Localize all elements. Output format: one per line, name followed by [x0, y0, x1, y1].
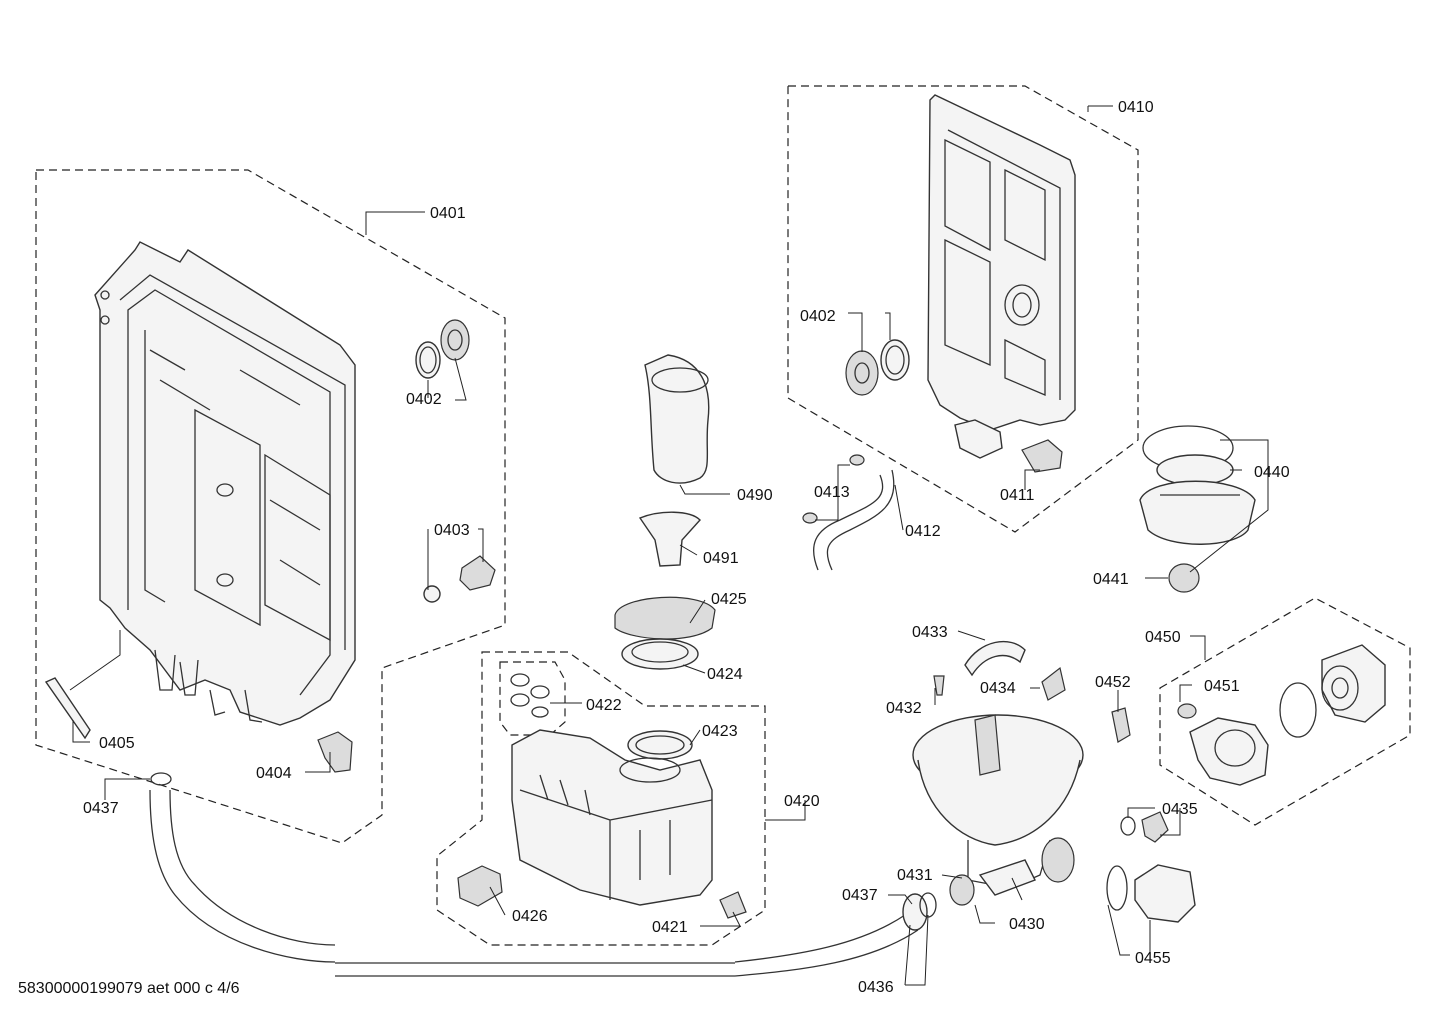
label-0435: 0435 [1162, 801, 1198, 818]
strainer-0433 [964, 640, 1026, 677]
seal-0440 [1142, 425, 1234, 486]
valve-0411 [954, 419, 1063, 473]
drain-hose [149, 772, 937, 977]
disc-0402-right [845, 350, 879, 396]
label-0425: 0425 [711, 591, 747, 608]
label-0422: 0422 [586, 697, 622, 714]
housing-0440 [1139, 480, 1256, 545]
label-0404: 0404 [256, 765, 292, 782]
seal-ring-0402-left [415, 341, 441, 379]
leader-lines [69, 105, 1269, 986]
seal-ring-0450 [1279, 682, 1317, 738]
label-0455: 0455 [1135, 950, 1171, 967]
part-labels: 0401 0402 0403 0404 0405 0437 0410 0402 … [83, 99, 1290, 996]
clip-0452 [1111, 707, 1131, 743]
label-0432: 0432 [886, 700, 922, 717]
heat-pump-0420 [511, 729, 713, 906]
disc-0402-left [440, 319, 470, 361]
label-0451: 0451 [1204, 678, 1240, 695]
sensor-0421 [719, 891, 747, 919]
cover-0425 [614, 596, 716, 640]
label-0434: 0434 [980, 680, 1016, 697]
group-outline-pump [1159, 597, 1411, 826]
seal-ring-0402-right [880, 339, 910, 381]
label-0413: 0413 [814, 484, 850, 501]
nut-0431 [949, 874, 975, 906]
side-panel-drawing [94, 241, 356, 726]
outer-panel-drawing [927, 94, 1076, 431]
label-0452: 0452 [1095, 674, 1131, 691]
pump-motor-0450 [1321, 644, 1386, 723]
gaskets-0422 [510, 673, 550, 718]
label-0431: 0431 [897, 867, 933, 884]
funnel-0490 [644, 354, 710, 484]
label-0411: 0411 [1000, 487, 1035, 504]
nozzle-0491 [638, 511, 701, 567]
document-code: 58300000199079 aet 000 c 4/6 [18, 980, 240, 997]
label-0421: 0421 [652, 919, 688, 936]
label-0412: 0412 [905, 523, 941, 540]
label-0490: 0490 [737, 487, 773, 504]
screw-0432 [933, 675, 945, 696]
volute-0450 [1189, 717, 1269, 786]
label-0420: 0420 [784, 793, 820, 810]
hose-0412 [813, 469, 895, 571]
label-0441: 0441 [1093, 571, 1129, 588]
label-0430: 0430 [1009, 916, 1045, 933]
sensor-0426 [457, 865, 503, 907]
sensor-0403 [423, 555, 496, 603]
label-0437-left: 0437 [83, 800, 119, 817]
clip-0413 [802, 454, 865, 524]
label-0403: 0403 [434, 522, 470, 539]
label-0402-left: 0402 [406, 391, 442, 408]
clip-0451 [1177, 703, 1197, 719]
seal-0455 [1106, 865, 1128, 911]
sump-0430 [912, 714, 1084, 896]
label-0436: 0436 [858, 979, 894, 996]
label-0402-right: 0402 [800, 308, 836, 325]
label-0405: 0405 [99, 735, 135, 752]
label-0424: 0424 [707, 666, 743, 683]
ring-0423 [627, 730, 693, 760]
label-0450: 0450 [1145, 629, 1181, 646]
label-0433: 0433 [912, 624, 948, 641]
group-outline-side-panel [35, 169, 506, 844]
bracket-0405 [44, 677, 91, 740]
label-0440: 0440 [1254, 464, 1290, 481]
label-0426: 0426 [512, 908, 548, 925]
group-outline-heat-pump [436, 651, 766, 946]
motor-0455 [1134, 864, 1196, 923]
label-0401: 0401 [430, 205, 466, 222]
group-outline-gaskets [499, 661, 566, 736]
label-0410: 0410 [1118, 99, 1154, 116]
flap-0434 [1041, 666, 1066, 701]
label-0423: 0423 [702, 723, 738, 740]
label-0491: 0491 [703, 550, 739, 567]
ring-0424 [621, 638, 699, 670]
connector-0404 [317, 731, 353, 773]
group-outline-outer-panel [787, 85, 1139, 533]
label-0437-bottom: 0437 [842, 887, 878, 904]
